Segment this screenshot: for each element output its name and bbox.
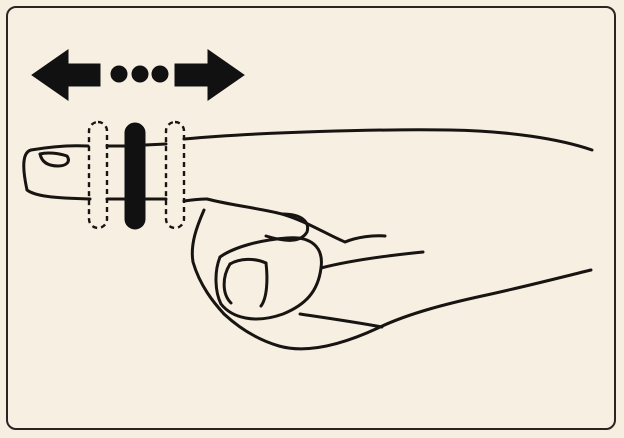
dot-icon bbox=[131, 65, 149, 83]
hand-outline-icon bbox=[190, 197, 593, 351]
left-arrow-icon bbox=[31, 49, 101, 101]
finger-icon bbox=[22, 128, 594, 203]
ring-icon bbox=[124, 122, 146, 230]
movement-indicator bbox=[31, 49, 245, 101]
ring-icon bbox=[87, 120, 109, 230]
dot-icon bbox=[110, 65, 128, 83]
right-arrow-icon bbox=[174, 49, 245, 101]
dot-icon bbox=[151, 65, 169, 83]
ring-positions bbox=[87, 120, 186, 230]
ring-icon bbox=[164, 120, 186, 230]
